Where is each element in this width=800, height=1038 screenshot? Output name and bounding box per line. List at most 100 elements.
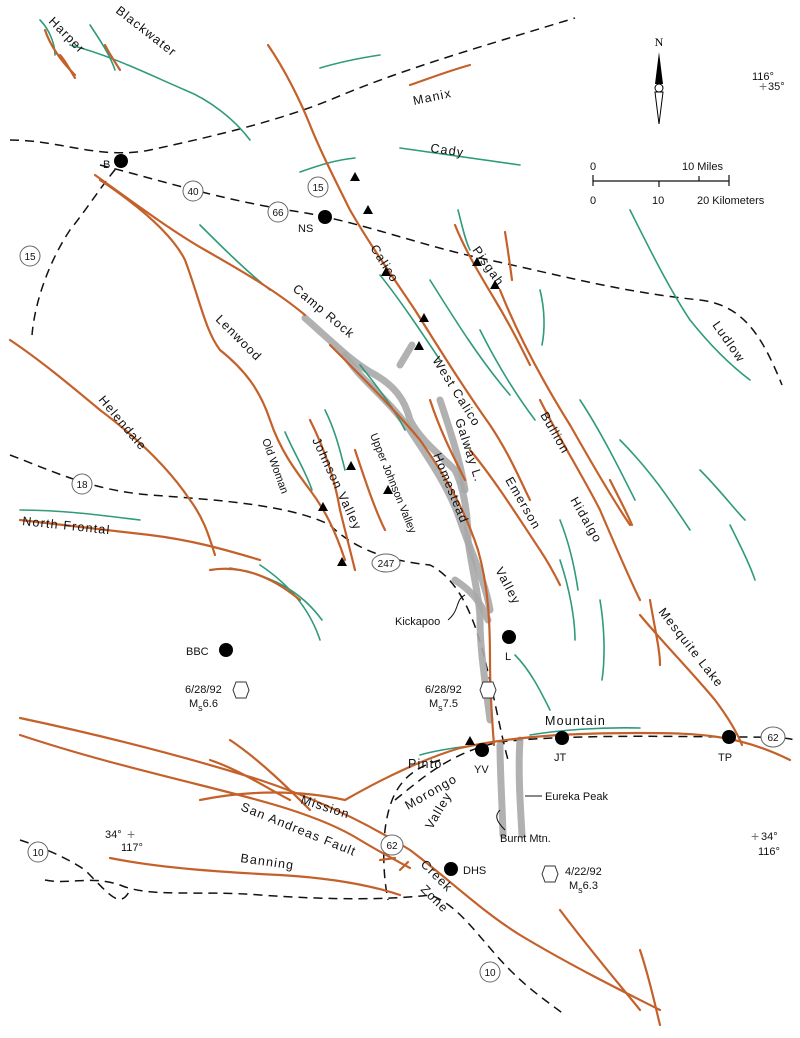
coord-lat: 35° [768,81,785,93]
town-label: TP [718,752,732,764]
scale-label: 10 Miles [682,161,723,173]
highway-shield: 15 [19,245,41,267]
highway-shield: 247 [371,553,401,573]
highway-shield: 40 [182,180,204,202]
highway-shields: 15 40 66 15 18 247 62 62 10 10 [19,176,786,983]
epicenter-hexagon-icon [232,681,250,699]
label-helendale: Helendale [96,393,150,453]
fault-helendale [8,338,217,557]
fault-banning-2 [378,856,410,872]
label-johnson-valley: Johnson Valley [309,435,364,532]
label-banning: Banning [240,851,296,872]
svg-text:15: 15 [312,183,324,194]
svg-text:10: 10 [32,848,44,859]
coord-lon: 116° [752,71,774,83]
scale-label: 0 [590,161,596,173]
quake-date: 6/28/92 [185,684,222,696]
crosshair-icon: + [127,826,135,842]
highway-shield: 62 [380,834,404,856]
kickapoo-pointer [447,594,466,621]
fault-green [429,279,511,396]
fault-green [379,274,441,361]
south-arrow-icon [654,91,664,125]
scale-label: 20 Kilometers [697,195,765,207]
fault-green [514,654,551,711]
rupture-eureka [515,736,526,839]
fault-green [359,364,406,431]
label-harper: Harper [46,14,88,56]
label-ludlow: Ludlow [710,319,748,365]
coord-lat: 34° [105,829,122,841]
road-62 [394,735,796,801]
towns: B NS L BBC YV JT TP DHS [103,154,736,877]
fault-green [319,54,381,69]
label-north-frontal: North Frontal [22,514,112,537]
label-calico: Calico [367,242,401,285]
triangle-icon [318,502,328,511]
fault-green [324,409,346,471]
fault-bullion [498,288,632,527]
fault-banning [108,856,402,897]
rupture-kickapoo [451,576,492,624]
svg-text:62: 62 [386,841,398,852]
town-dot [722,730,736,744]
scale-label: 0 [590,195,596,207]
fault-south [228,738,312,812]
label-pinto: Pinto [408,757,443,771]
earthquakes: 6/28/92 Ms6.6 6/28/92 Ms7.5 4/22/92 Ms6.… [185,681,602,895]
fault-pisgah [453,223,532,367]
compass-center-icon [654,83,664,93]
orange-faults [8,28,792,1027]
road-i15-south [31,157,126,336]
town-dot [444,862,458,876]
triangle-markers [318,172,500,745]
highway-shield: 18 [71,473,93,495]
coord-lon: 116° [758,846,780,858]
fault-green [69,44,251,141]
rupture-galway [436,396,469,494]
fault-manix [408,63,472,87]
fault-green [457,209,471,251]
fault-green [729,524,756,581]
fault-green [579,399,636,501]
north-label: N [655,35,664,49]
highway-shield: 15 [307,176,329,198]
town-label: B [103,159,110,171]
svg-text:66: 66 [272,208,284,219]
town-dot [318,210,332,224]
fault-green [619,439,691,531]
fault-pisgah-2 [503,230,514,282]
fault-san-andreas [18,733,412,870]
fault-johnson-valley [308,418,357,572]
fault-green [399,147,521,166]
town-dot [219,643,233,657]
highway-shield: 10 [27,841,49,863]
crosshair-icon: + [759,78,767,94]
fault-calico [266,43,532,502]
road-18-247 [9,454,509,761]
scale-line [592,175,730,187]
quake-magnitude: Ms6.3 [569,880,598,895]
label-eureka-peak: Eureka Peak [545,791,608,803]
fault-harper-2 [58,53,77,80]
triangle-icon [337,557,347,566]
rupture-segment [396,341,416,369]
svg-text:62: 62 [767,733,779,744]
label-kickapoo: Kickapoo [395,616,440,628]
town-label: L [505,651,511,663]
north-arrow: N [654,35,664,125]
epicenter-hexagon-icon [541,865,559,883]
triangle-icon [383,485,393,494]
coord-lon: 117° [121,842,143,854]
highway-shield: 66 [267,201,289,223]
fault-green [284,431,313,491]
label-hidalgo: Hidalgo [567,495,605,546]
green-faults [19,19,756,756]
fault-green [19,509,141,521]
fault-blackwater-seg [103,43,122,72]
fault-calico-emerson [468,448,562,587]
fault-green [89,24,116,71]
town-label: NS [298,223,313,235]
fault-hidalgo [538,398,642,602]
burnt-pointer-arrow-icon [496,809,506,831]
